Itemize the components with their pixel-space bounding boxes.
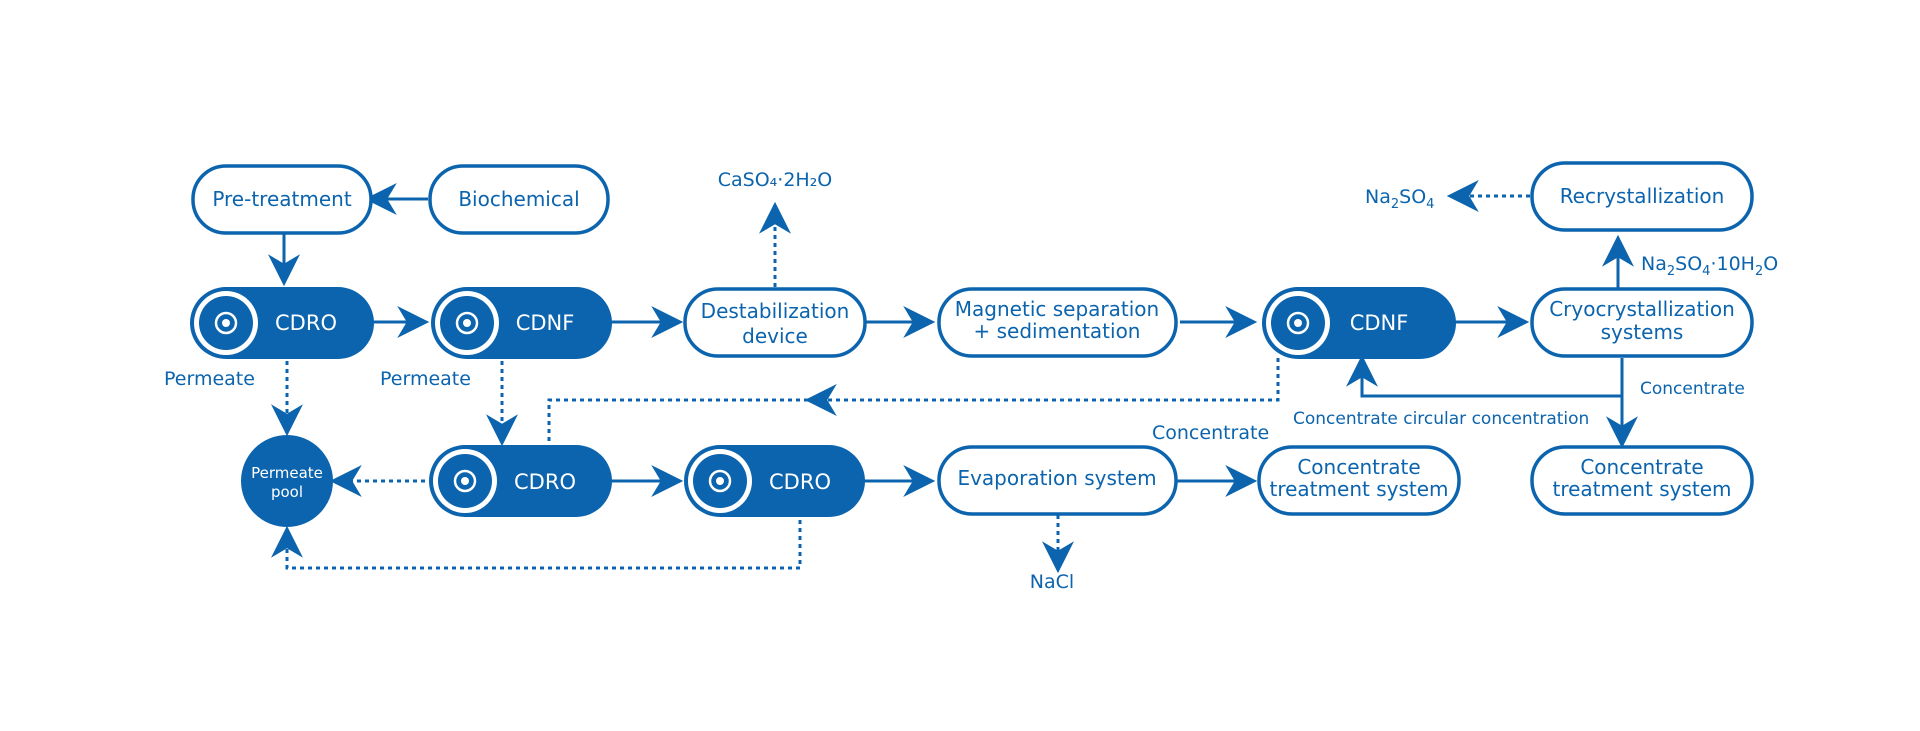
flow-labels: Permeate Permeate Concentrate Concentrat… [164,169,1778,593]
label-conc-treatment-a-1: Concentrate [1297,455,1420,479]
label-permeate-1: Permeate [164,368,255,390]
node-cryocrystallization [1530,287,1754,358]
outline-nodes [191,161,1754,516]
module-cdnf1 [431,287,612,359]
node-magnetic-separation [937,287,1178,358]
label-cdnf1: CDNF [516,311,575,335]
module-cdnf2 [1262,287,1456,359]
node-recrystallization [1530,161,1754,232]
permeate-pool-labels: Permeate pool [251,464,323,501]
label-cdro1: CDRO [275,311,337,335]
arrow-circular-concentration [1346,354,1622,398]
label-caso4: CaSO₄·2H₂O [718,169,833,191]
node-pretreatment [191,164,373,235]
label-permeate-pool-2: pool [271,483,303,501]
label-magsep-1: Magnetic separation [955,297,1159,321]
label-conc-treatment-b-2: treatment system [1553,477,1732,501]
label-recrystallization: Recrystallization [1560,184,1725,208]
label-concentrate-2: Concentrate [1640,379,1745,399]
label-cdro2: CDRO [514,470,576,494]
label-conc-treatment-b-1: Concentrate [1580,455,1703,479]
label-pretreatment: Pre-treatment [212,187,352,211]
node-biochemical [428,164,610,235]
label-circular-concentration: Concentrate circular concentration [1293,409,1589,429]
label-permeate-pool-1: Permeate [251,464,323,482]
label-magsep-2: + sedimentation [974,319,1141,343]
node-permeate-pool [241,435,333,527]
node-concentrate-treatment-a [1257,445,1461,516]
node-destabilization-device [683,287,867,358]
label-destabilization-1: Destabilization [701,299,850,323]
label-nacl: NaCl [1030,571,1074,593]
label-biochemical: Biochemical [458,187,579,211]
module-cdro3 [684,445,865,517]
label-concentrate-1: Concentrate [1152,422,1269,444]
module-cdro2 [429,445,612,517]
label-destabilization-2: device [742,324,808,348]
module-cdro1 [190,287,374,359]
label-cdnf2: CDNF [1350,311,1409,335]
node-concentrate-treatment-b [1530,445,1754,516]
solid-connectors [268,183,1638,497]
label-na2so4-10h2o: Na2SO4·10H2O [1641,253,1778,279]
label-conc-treatment-a-2: treatment system [1270,477,1449,501]
label-permeate-2: Permeate [380,368,471,390]
label-cryo-1: Cryocrystallization [1549,297,1735,321]
arrow-cdnf2-to-cdro2-recycle [547,358,1280,443]
label-cryo-2: systems [1601,320,1684,344]
node-evaporation-system [937,445,1178,516]
arrow-cdro3-to-permeate-pool [271,520,802,570]
module-labels: CDRO CDNF CDNF CDRO CDRO [275,311,1408,494]
label-na2so4: Na2SO4 [1365,186,1434,212]
outline-node-labels: Pre-treatment Biochemical Destabilizatio… [212,184,1734,501]
dotted-connectors [271,180,1530,574]
label-cdro3: CDRO [769,470,831,494]
label-evaporation: Evaporation system [957,466,1156,490]
